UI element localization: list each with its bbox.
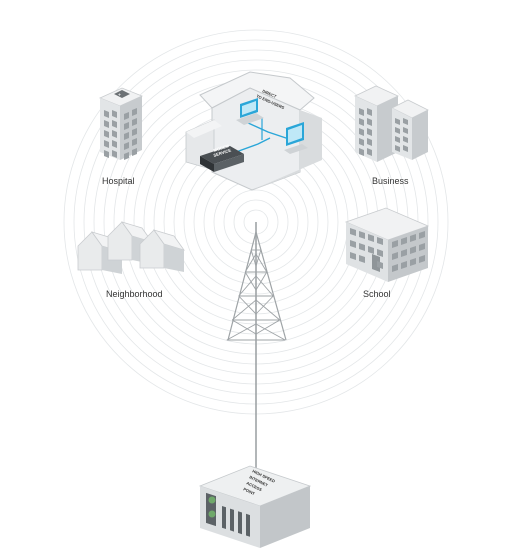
school-label: School (363, 289, 391, 299)
neighborhood-houses (77, 221, 186, 274)
svg-text:DIRECT: DIRECT (262, 88, 278, 99)
business-building (354, 85, 429, 162)
direct-label-line1: DIRECT (262, 88, 278, 99)
svg-text:SERVICE: SERVICE (213, 147, 232, 157)
modem-label-line1: MODEM (213, 143, 230, 153)
status-light-icon (208, 510, 216, 518)
school-windows (350, 228, 425, 272)
cross-icon: + (118, 93, 121, 99)
status-light-icon (208, 496, 216, 504)
modem-icon: MODEM SERVICE (200, 143, 244, 172)
hub-label-line3: ACCESS (246, 480, 263, 492)
svg-text:ACCESS: ACCESS (246, 480, 263, 492)
internet-access-point-hub: HIGH SPEED INTERNET ACCESS POINT (198, 465, 312, 548)
laptop-icon (236, 98, 264, 125)
business-windows (359, 108, 408, 156)
house-illustration: MODEM SERVICE DIRECT TO END-USERS (185, 71, 322, 191)
school-building (344, 207, 430, 282)
hospital-building: + (98, 87, 144, 160)
svg-text:MODEM: MODEM (213, 143, 230, 153)
neighborhood-label: Neighborhood (106, 289, 163, 299)
modem-label-line2: SERVICE (213, 147, 232, 157)
hospital-label: Hospital (102, 176, 135, 186)
antenna-tower (226, 222, 287, 470)
hub-label-line4: POINT (243, 486, 257, 496)
business-label: Business (372, 176, 409, 186)
house-icon (139, 229, 186, 272)
desktop-computer-icon (284, 122, 308, 154)
svg-text:POINT: POINT (243, 486, 257, 496)
hospital-windows (104, 108, 137, 160)
